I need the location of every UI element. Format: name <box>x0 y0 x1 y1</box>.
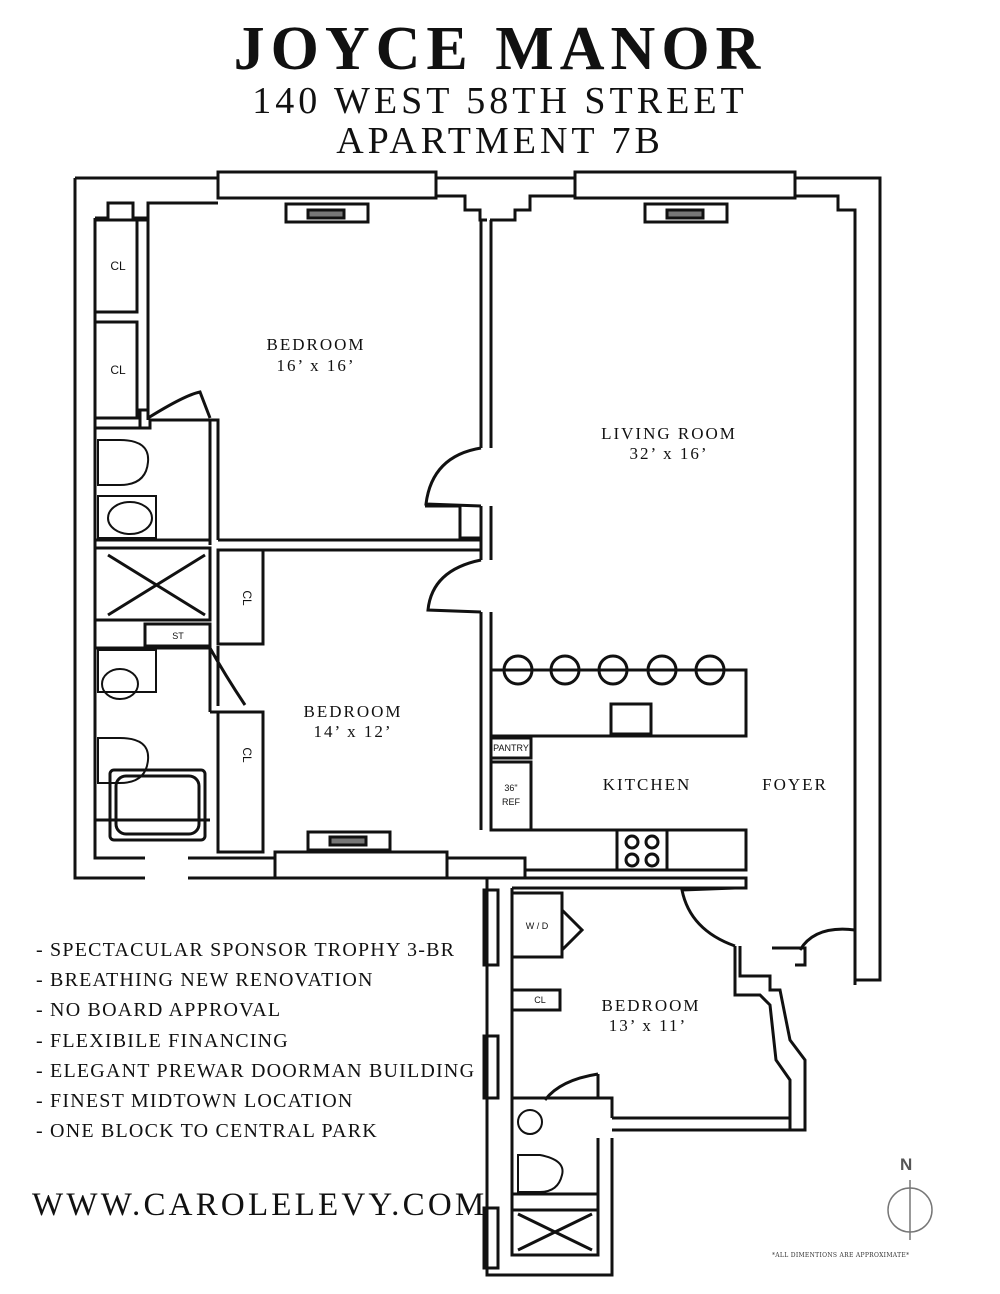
building-name: JOYCE MANOR <box>233 15 767 83</box>
bedroom3-size: 13’ x 11’ <box>609 1016 687 1035</box>
stool-1 <box>502 654 534 686</box>
sink-bath3 <box>517 1109 543 1135</box>
bedroom1-size: 16’ x 16’ <box>276 356 355 375</box>
window-bed3-c <box>482 1206 500 1270</box>
bedroom2-label: BEDROOM <box>303 702 402 721</box>
closet-label: CL <box>110 259 126 273</box>
closet-label: CL <box>110 363 126 377</box>
sink-bath2 <box>97 649 157 693</box>
feature-item: - SPECTACULAR SPONSOR TROPHY 3-BR <box>36 939 456 961</box>
closet-label: CL <box>534 995 546 1005</box>
compass-icon <box>887 1180 933 1240</box>
wall-bed3-bottom <box>596 1074 805 1132</box>
feature-item: - NO BOARD APPROVAL <box>36 999 282 1022</box>
closet-upper <box>95 218 150 420</box>
feature-item: - ONE BLOCK TO CENTRAL PARK <box>36 1120 378 1143</box>
feature-item: - FLEXIBILE FINANCING <box>36 1029 289 1052</box>
closet-bed2-lower <box>216 710 265 854</box>
wall-bed3-right <box>733 946 857 1132</box>
kitchen-label: KITCHEN <box>603 775 692 794</box>
refrigerator-label: REF <box>502 797 521 807</box>
disclaimer: *ALL DIMENTIONS ARE APPROXIMATE* <box>772 1252 910 1259</box>
pantry-label: PANTRY <box>493 743 529 753</box>
toilet-bath1 <box>97 439 150 486</box>
compass-north-label: N <box>900 1155 913 1174</box>
radiator-bed2 <box>306 830 392 852</box>
storage-label: ST <box>172 631 184 641</box>
bath2-wall <box>95 646 212 822</box>
window-top-right <box>573 170 797 200</box>
toilet-bath3 <box>517 1154 564 1193</box>
window-bed2 <box>273 850 449 880</box>
foyer-label: FOYER <box>762 775 828 794</box>
washer-dryer-label: W / D <box>526 921 549 931</box>
wall-bed2-bottom <box>447 856 527 880</box>
feature-list: - SPECTACULAR SPONSOR TROPHY 3-BR - BREA… <box>36 935 475 1146</box>
feature-item: - BREATHING NEW RENOVATION <box>36 969 374 992</box>
apartment-number: APARTMENT 7B <box>336 120 664 162</box>
closet-label: CL <box>240 747 254 763</box>
feature-item: - ELEGANT PREWAR DOORMAN BUILDING <box>36 1059 476 1082</box>
radiator-bed1 <box>284 202 370 224</box>
refrigerator-size: 36" <box>504 783 517 793</box>
bath3-door <box>543 1072 599 1101</box>
foyer-door <box>798 927 857 965</box>
stool-2 <box>549 654 581 686</box>
bedroom1-door <box>424 446 482 508</box>
radiator-living <box>643 202 729 224</box>
closet-bed2-upper <box>216 548 265 646</box>
bath3-wall <box>512 1096 598 1196</box>
kitchen-island <box>489 668 748 738</box>
stool-4 <box>646 654 678 686</box>
website-url: WWW.CAROLELEVY.COM <box>32 1187 488 1223</box>
shower-bed3 <box>510 1208 600 1257</box>
wall-bedroom1-top <box>436 194 487 222</box>
living-room-label: LIVING ROOM <box>601 424 737 443</box>
bedroom3-door <box>680 886 736 948</box>
bath1-wall <box>95 418 212 545</box>
bedroom3-label: BEDROOM <box>601 996 700 1015</box>
pantry <box>489 736 533 760</box>
closet-label: CL <box>240 590 254 606</box>
bedroom2-door <box>426 558 482 614</box>
exterior-wall-left <box>73 178 487 880</box>
closet-bed3 <box>510 988 562 1012</box>
stool-3 <box>597 654 629 686</box>
toilet-bath2 <box>97 737 150 784</box>
bath2-door <box>208 647 247 706</box>
stool-5 <box>694 654 726 686</box>
window-top-left <box>216 170 438 200</box>
wall-bed1-living <box>479 220 493 448</box>
bedroom1-label: BEDROOM <box>266 335 365 354</box>
wall-kitchen-bed3 <box>512 876 748 890</box>
stove <box>615 828 669 872</box>
bedroom2-size: 14’ x 12’ <box>313 722 392 741</box>
exterior-wall <box>75 176 882 982</box>
shower <box>93 546 212 622</box>
window-bed3-b <box>482 1034 500 1100</box>
wall-living-top <box>490 194 575 222</box>
living-room-size: 32’ x 16’ <box>629 444 708 463</box>
bathtub <box>108 768 207 842</box>
feature-item: - FINEST MIDTOWN LOCATION <box>36 1090 354 1113</box>
window-bed3-a <box>482 888 500 967</box>
storage <box>143 622 212 648</box>
wall-bed3-left <box>485 878 614 1277</box>
wall-bed1-living-lower <box>479 506 493 560</box>
bath1-door <box>147 390 212 420</box>
wall-bed1-left <box>146 203 220 540</box>
building-address: 140 WEST 58TH STREET <box>252 80 748 122</box>
refrigerator <box>489 760 533 832</box>
sink-bath1 <box>97 495 157 539</box>
washer-dryer <box>510 891 564 959</box>
kitchen-sink <box>609 702 653 736</box>
